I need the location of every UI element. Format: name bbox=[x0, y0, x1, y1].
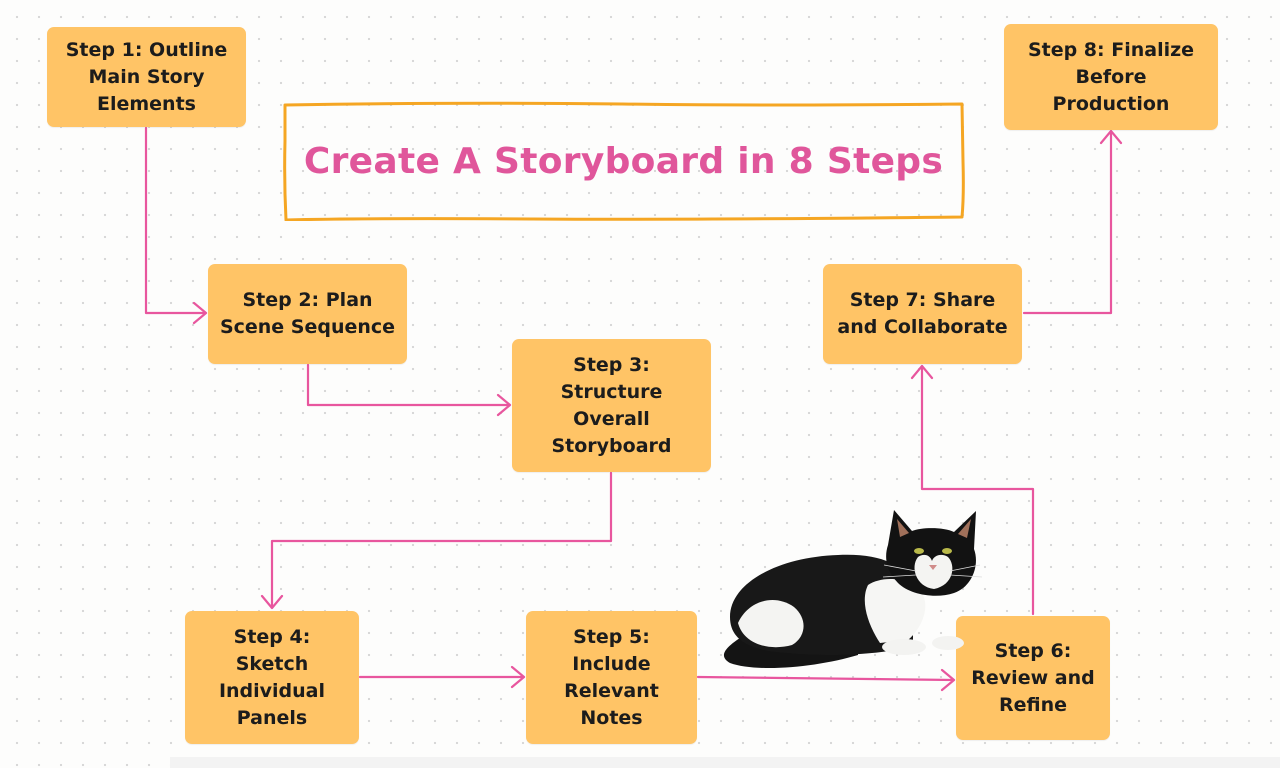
connector-step-1-to-step-2 bbox=[144, 126, 208, 325]
step-2-box[interactable]: Step 2: Plan Scene Sequence bbox=[208, 264, 407, 364]
connector-step-7-to-step-8 bbox=[1022, 129, 1123, 315]
title-frame bbox=[283, 101, 965, 221]
step-5-box[interactable]: Step 5: Include Relevant Notes bbox=[526, 611, 697, 744]
connector-step-3-to-step-4 bbox=[260, 471, 613, 610]
cat-photo bbox=[723, 510, 983, 669]
step-7-box[interactable]: Step 7: Share and Collaborate bbox=[823, 264, 1022, 364]
step-6-box[interactable]: Step 6: Review and Refine bbox=[956, 616, 1110, 740]
connector-step-5-to-step-6 bbox=[696, 668, 956, 692]
bottom-scroll-strip bbox=[170, 757, 1280, 768]
diagram-title: Create A Storyboard in 8 Steps bbox=[303, 140, 944, 182]
step-1-box[interactable]: Step 1: Outline Main Story Elements bbox=[47, 27, 246, 127]
step-8-box[interactable]: Step 8: Finalize Before Production bbox=[1004, 24, 1218, 130]
connector-step-6-to-step-7 bbox=[910, 364, 1035, 616]
connector-step-4-to-step-5 bbox=[358, 665, 526, 689]
step-3-box[interactable]: Step 3: Structure Overall Storyboard bbox=[512, 339, 711, 472]
connector-step-2-to-step-3 bbox=[306, 363, 512, 417]
step-4-box[interactable]: Step 4: Sketch Individual Panels bbox=[185, 611, 359, 744]
